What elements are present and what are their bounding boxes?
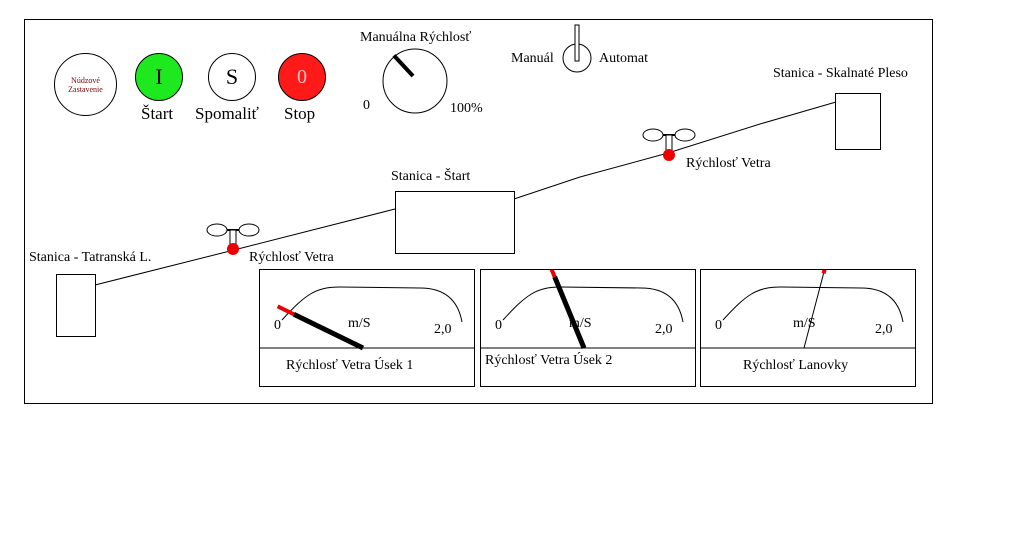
gauge-scale-arc	[281, 286, 463, 323]
anemometer-icon	[642, 128, 696, 161]
stop-symbol: 0	[297, 65, 307, 88]
cable-line	[513, 101, 837, 200]
control-panel	[24, 19, 933, 404]
gauge-title: Rýchlosť Vetra Úsek 2	[485, 353, 613, 368]
manual-speed-min: 0	[363, 98, 370, 113]
stop-button[interactable]: 0	[278, 53, 326, 101]
station-start-label: Stanica - Štart	[391, 169, 471, 184]
gauge-drawing	[701, 270, 915, 349]
gauge-needle-tip	[549, 270, 557, 278]
gauge-needle	[803, 273, 825, 349]
gauge-needle	[552, 275, 587, 349]
knob-pointer	[392, 54, 415, 78]
gauge-min: 0	[274, 318, 281, 333]
gauge-drawing	[481, 270, 695, 349]
manual-speed-max: 100%	[450, 101, 483, 116]
station-start[interactable]	[395, 191, 515, 254]
manual-speed-title: Manuálna Rýchlosť	[360, 30, 472, 45]
manual-speed-knob[interactable]	[382, 48, 448, 114]
gauge-min: 0	[715, 318, 722, 333]
mode-switch[interactable]	[562, 24, 592, 73]
gauge-wind-section-1: 0 m/S 2,0 Rýchlosť Vetra Úsek 1	[259, 269, 475, 387]
gauge-unit: m/S	[793, 316, 816, 331]
start-label: Štart	[141, 104, 174, 123]
slow-down-label: Spomaliť	[195, 104, 259, 123]
mode-automat-label[interactable]: Automat	[599, 51, 648, 66]
gauge-min: 0	[495, 318, 502, 333]
gauge-needle	[292, 311, 365, 351]
anemometer-label: Rýchlosť Vetra	[249, 250, 334, 265]
gauge-cable-speed: 0 m/S 2,0 Rýchlosť Lanovky	[700, 269, 916, 387]
anemometer-label: Rýchlosť Vetra	[686, 156, 771, 171]
gauge-needle-tip	[821, 270, 827, 275]
gauge-needle-tip	[276, 304, 295, 317]
gauge-scale-arc	[722, 286, 904, 323]
anemometer-icon	[206, 223, 260, 255]
slow-down-button[interactable]: S	[208, 53, 256, 101]
gauge-title: Rýchlosť Vetra Úsek 1	[286, 358, 414, 373]
gauge-drawing	[260, 286, 474, 351]
station-skalnate-label: Stanica - Skalnaté Pleso	[773, 66, 908, 81]
slow-symbol: S	[225, 64, 239, 89]
gauge-max: 2,0	[655, 322, 673, 337]
station-tatranska-label: Stanica - Tatranská L.	[29, 250, 152, 265]
start-symbol: I	[155, 64, 163, 89]
mode-manual-label[interactable]: Manuál	[511, 51, 554, 66]
gauge-unit: m/S	[348, 316, 371, 331]
gauge-max: 2,0	[875, 322, 893, 337]
gauge-wind-section-2: 0 m/S 2,0 Rýchlosť Vetra Úsek 2	[480, 269, 696, 387]
gauge-max: 2,0	[434, 322, 452, 337]
gauge-scale-arc	[502, 286, 684, 323]
emergency-stop-label: Núdzové Zastavenie	[68, 75, 103, 94]
start-button[interactable]: I	[135, 53, 183, 101]
gauge-title: Rýchlosť Lanovky	[743, 358, 849, 373]
station-skalnate[interactable]	[835, 93, 881, 150]
gauge-unit: m/S	[569, 316, 592, 331]
stop-label: Stop	[284, 104, 316, 123]
emergency-stop-button[interactable]: Núdzové Zastavenie	[54, 53, 117, 116]
station-tatranska[interactable]	[56, 274, 96, 337]
